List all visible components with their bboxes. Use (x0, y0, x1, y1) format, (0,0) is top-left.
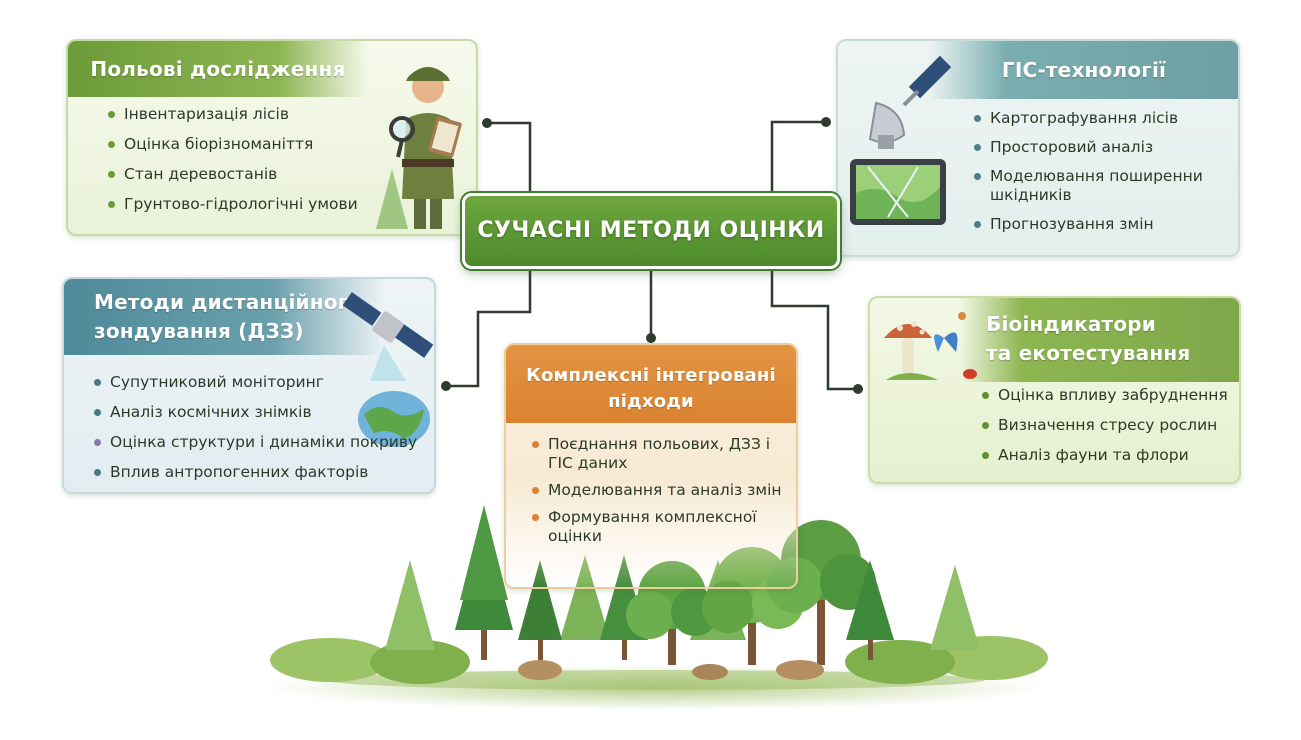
gis-list: Картографування лісів Просторовий аналіз… (974, 109, 1236, 244)
bullet-icon (982, 392, 989, 399)
bullet-icon (108, 141, 115, 148)
gis-title: ГІС-технології (928, 41, 1238, 99)
list-item: Грунтово-гідрологічні умови (108, 195, 358, 214)
bullet-icon (94, 439, 101, 446)
bullet-icon (532, 514, 539, 521)
connector-dot-bio (853, 384, 863, 394)
remote-sensing-list: Супутниковий моніторинг Аналіз космічних… (94, 373, 417, 492)
list-item: Інвентаризація лісів (108, 105, 358, 124)
list-item: Оцінка біорізноманіття (108, 135, 358, 154)
connector-dot-field (482, 118, 492, 128)
bullet-icon (974, 221, 981, 228)
bullet-icon (108, 201, 115, 208)
satellite-dish-icon (868, 55, 952, 149)
remote-sensing-title: Методи дистанційного зондування (ДЗЗ) (64, 279, 384, 355)
bullet-icon (94, 379, 101, 386)
list-item: Визначення стресу рослин (982, 416, 1228, 435)
list-item: Стан деревостанів (108, 165, 358, 184)
field-research-card: Польові дослідження Інвентаризація лісів… (66, 39, 478, 236)
satellite-icon (342, 292, 434, 381)
bullet-icon (108, 171, 115, 178)
bullet-icon (94, 409, 101, 416)
integrated-approaches-title: Комплексні інтегровані підходи (506, 345, 796, 423)
bullet-icon (532, 487, 539, 494)
bullet-icon (974, 173, 981, 180)
connector-dot-gis (821, 117, 831, 127)
connector-gis (770, 120, 826, 193)
integrated-approaches-list: Поєднання польових, ДЗЗ і ГІС даних Моде… (532, 435, 792, 554)
mushroom-butterfly-icon (884, 312, 977, 380)
bullet-icon (974, 144, 981, 151)
tablet-map-icon (850, 159, 946, 225)
list-item: Оцінка впливу забруднення (982, 386, 1228, 405)
center-title: СУЧАСНІ МЕТОДИ ОЦІНКИ (462, 193, 840, 269)
bioindicators-card: Біоіндикатори та екотестування Оцінка вп… (868, 296, 1241, 484)
bioindicators-title: Біоіндикатори та екотестування (960, 298, 1239, 382)
connectors (446, 120, 858, 391)
list-item: Оцінка структури і динаміки покриву (94, 433, 417, 452)
connector-field (487, 121, 532, 193)
list-item: Вплив антропогенних факторів (94, 463, 417, 482)
list-item: Моделювання та аналіз змін (532, 481, 792, 500)
integrated-approaches-card: Комплексні інтегровані підходи Поєднання… (504, 343, 798, 589)
field-research-list: Інвентаризація лісів Оцінка біорізномані… (108, 105, 358, 225)
remote-sensing-card: Методи дистанційного зондування (ДЗЗ) Су… (62, 277, 436, 494)
list-item: Аналіз космічних знімків (94, 403, 417, 422)
connector-rs (446, 269, 532, 388)
forester-icon (376, 67, 462, 229)
bioindicators-list: Оцінка впливу забруднення Визначення стр… (982, 386, 1228, 476)
list-item: Формування комплексної оцінки (532, 508, 792, 546)
bullet-icon (982, 422, 989, 429)
field-research-title: Польові дослідження (68, 41, 368, 97)
gis-card: ГІС-технології Картографування лісів Про… (836, 39, 1240, 257)
globe-icon (358, 391, 430, 447)
list-item: Моделювання поширенни шкідників (974, 167, 1236, 205)
connector-dots (441, 117, 863, 394)
list-item: Прогнозування змін (974, 215, 1236, 234)
list-item: Просторовий аналіз (974, 138, 1236, 157)
connector-dot-int (646, 333, 656, 343)
list-item: Поєднання польових, ДЗЗ і ГІС даних (532, 435, 792, 473)
connector-bio (770, 269, 858, 391)
bullet-icon (532, 441, 539, 448)
list-item: Картографування лісів (974, 109, 1236, 128)
connector-dot-rs (441, 381, 451, 391)
bullet-icon (974, 115, 981, 122)
bullet-icon (94, 469, 101, 476)
list-item: Супутниковий моніторинг (94, 373, 417, 392)
bullet-icon (108, 111, 115, 118)
bullet-icon (982, 452, 989, 459)
list-item: Аналіз фауни та флори (982, 446, 1228, 465)
